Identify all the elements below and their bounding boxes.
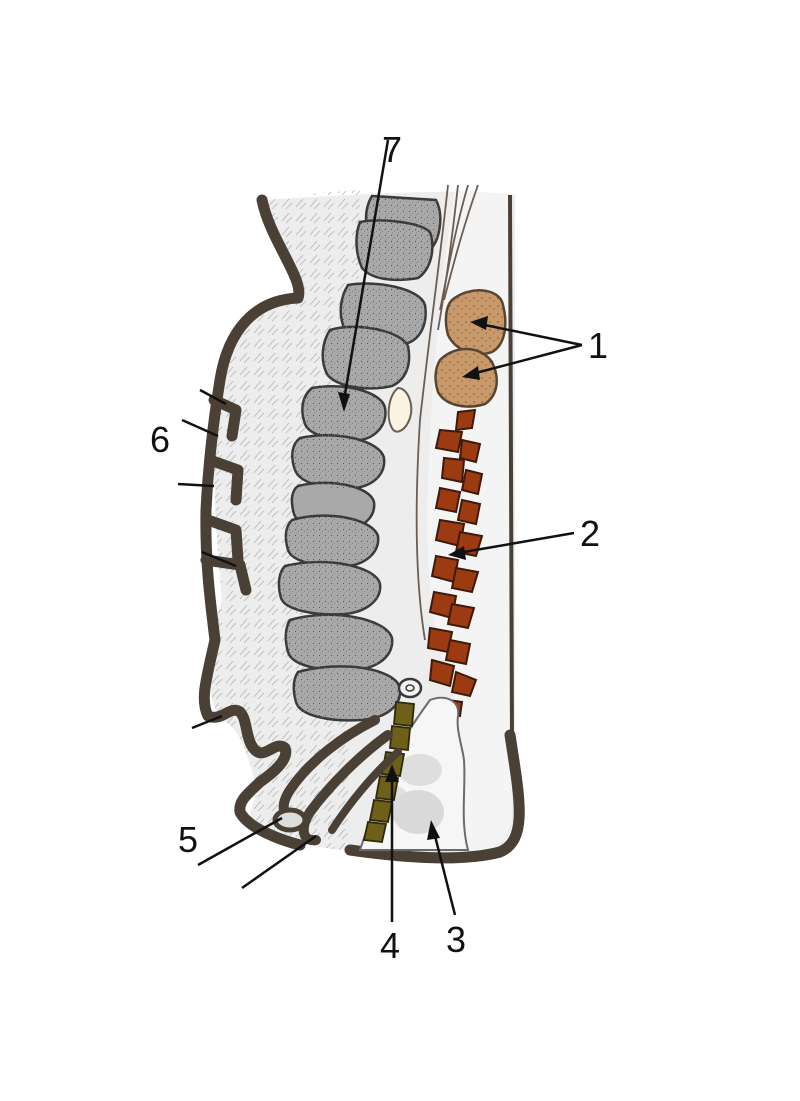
lower-folds <box>272 715 402 846</box>
small-ring-inner <box>405 684 415 692</box>
callout-1: 1 <box>588 325 608 366</box>
region-3-stipple-upper <box>398 754 442 786</box>
callout-4: 4 <box>380 925 400 966</box>
arrowhead-4 <box>385 764 399 782</box>
leader-2 <box>457 531 575 555</box>
leader-7 <box>342 139 390 401</box>
region-1-lobes <box>434 289 507 408</box>
leader-1a <box>479 322 583 347</box>
cream-inclusion <box>387 386 413 433</box>
leader-5a <box>197 816 283 867</box>
leader-6b <box>181 418 219 438</box>
fiber-strands <box>415 184 479 641</box>
callout-6: 6 <box>150 419 170 460</box>
leader-6c <box>177 482 215 488</box>
arrowhead-1b <box>462 366 480 380</box>
callout-5: 5 <box>178 819 198 860</box>
callout-3: 3 <box>446 919 466 960</box>
callout-2: 2 <box>580 513 600 554</box>
wall-fold-4 <box>200 554 252 596</box>
leader-6a <box>199 388 227 406</box>
callout-7: 7 <box>382 129 402 170</box>
small-ring <box>397 677 423 699</box>
left-wall-outline <box>198 194 306 851</box>
leader-1b <box>471 343 583 376</box>
arrowhead-3 <box>427 820 440 840</box>
wall-fold-2 <box>204 454 244 506</box>
arrowhead-1a <box>470 316 488 330</box>
leader-6d <box>201 550 237 568</box>
wall-fold-1 <box>208 394 242 442</box>
bottom-wall-outline <box>344 729 525 864</box>
leader-lines <box>177 139 583 922</box>
segment-speckles <box>278 196 441 721</box>
leader-6e <box>191 714 223 730</box>
arrowhead-2 <box>448 546 466 560</box>
leader-5b <box>241 834 317 890</box>
wall-fold-3 <box>202 514 244 566</box>
arrowhead-7 <box>338 392 350 412</box>
leader-3 <box>432 831 457 916</box>
region-1-lobe-lower-stipple <box>435 348 497 407</box>
